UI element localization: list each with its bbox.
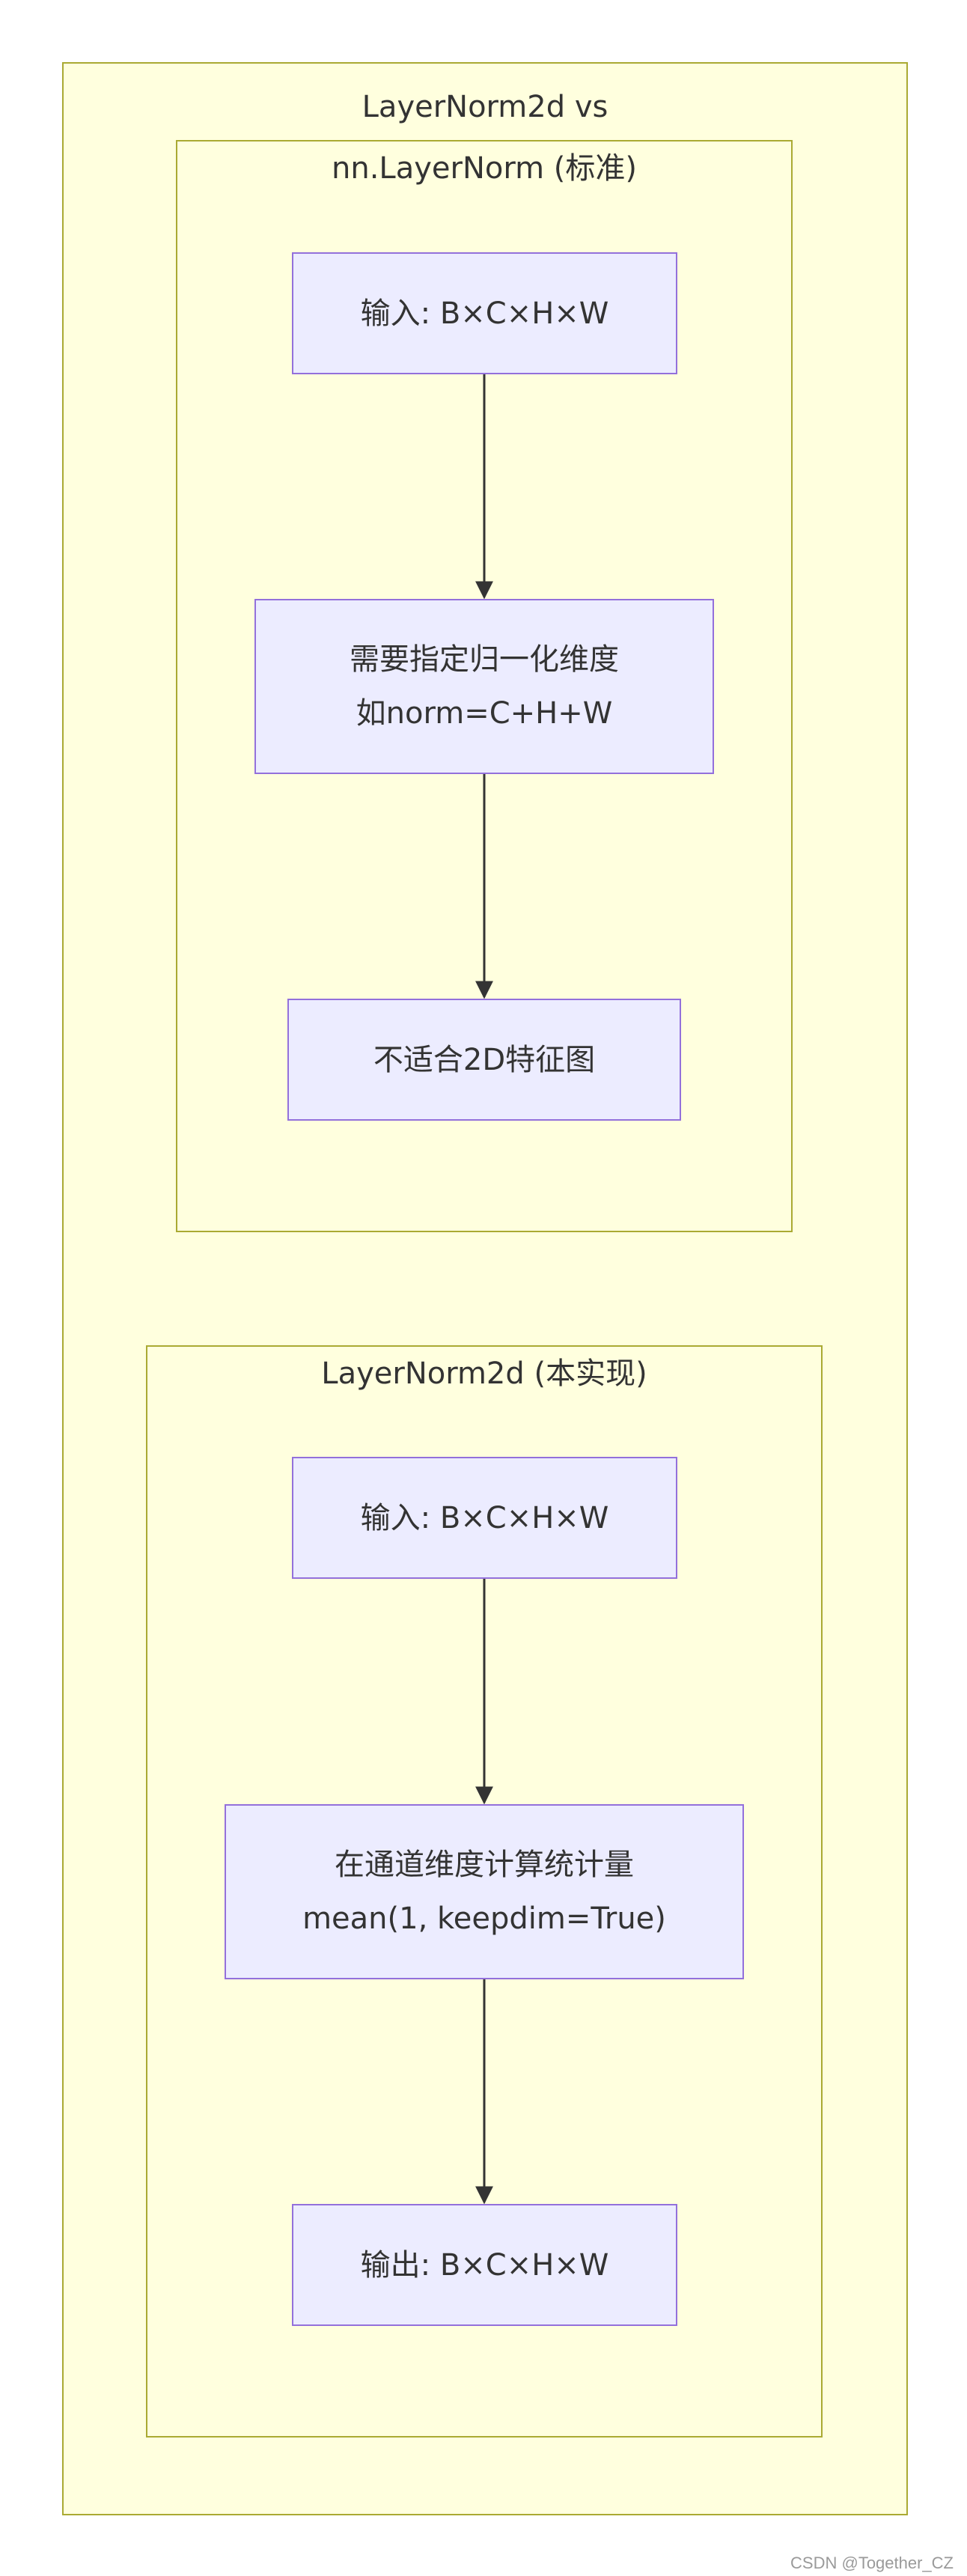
cluster-impl-title: LayerNorm2d (本实现) [321,1356,647,1391]
node-impl-input: 输入: B×C×H×W [292,1457,677,1579]
node-impl-output-text: 输出: B×C×H×W [360,2247,609,2283]
node-impl-input-text: 输入: B×C×H×W [360,1500,609,1535]
node-standard-input: 输入: B×C×H×W [292,252,677,374]
node-standard-norm-dims-line-2: 如norm=C+H+W [356,696,613,731]
cluster-standard-title: nn.LayerNorm (标准) [332,151,637,186]
node-impl-output: 输出: B×C×H×W [292,2204,677,2326]
node-standard-not-suitable: 不适合2D特征图 [287,999,681,1121]
node-standard-input-text: 输入: B×C×H×W [360,296,609,331]
node-impl-channel-stats-line-1: 在通道维度计算统计量 [335,1848,634,1882]
node-impl-channel-stats: 在通道维度计算统计量 mean(1, keepdim=True) [225,1804,744,1979]
node-standard-norm-dims-line-1: 需要指定归一化维度 [350,642,619,677]
node-standard-not-suitable-text: 不适合2D特征图 [373,1042,596,1077]
node-standard-norm-dims: 需要指定归一化维度 如norm=C+H+W [254,599,714,774]
watermark: CSDN @Together_CZ [790,2554,954,2572]
node-impl-channel-stats-line-2: mean(1, keepdim=True) [302,1901,666,1936]
